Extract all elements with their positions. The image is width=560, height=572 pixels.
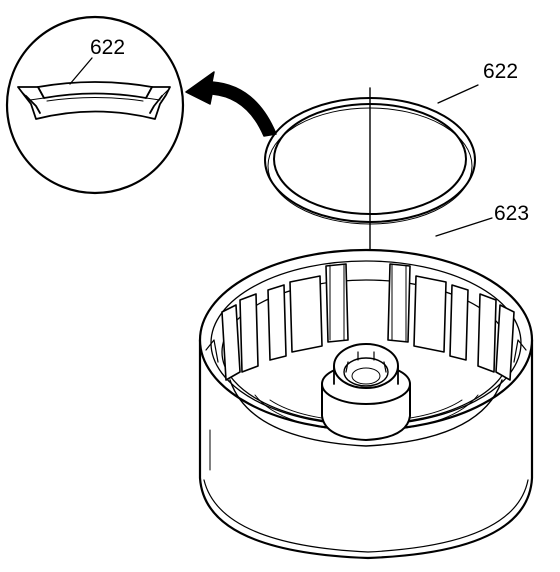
callout-label-housing: 623 [494,202,529,225]
housing-leader-line [435,217,493,237]
seal-leader-line [437,84,479,104]
curved-arrow-icon [185,71,277,137]
detail-leader-line [69,57,93,85]
detail-inset: 622 [5,15,185,195]
central-hub [321,343,411,441]
housing-splines [221,263,515,381]
seal-cross-section [17,81,171,120]
housing-drum [198,248,534,560]
callout-label-seal: 622 [483,60,518,83]
callout-label-detail: 622 [90,36,125,59]
